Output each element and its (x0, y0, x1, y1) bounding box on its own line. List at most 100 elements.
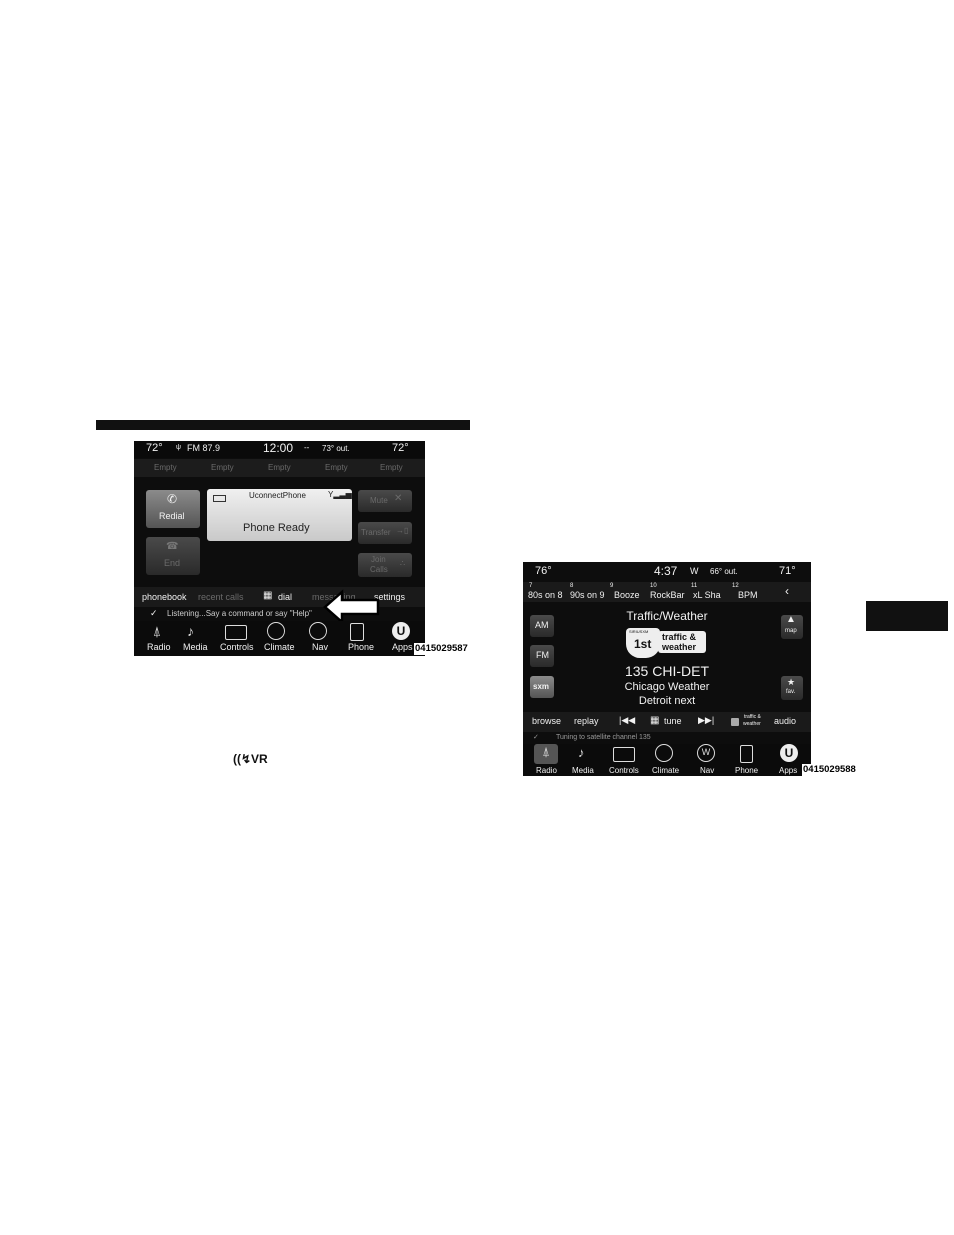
transfer-button[interactable]: Transfer →▯ (358, 522, 412, 544)
replay-button[interactable]: replay (574, 716, 599, 726)
radio-station: FM 87.9 (187, 443, 221, 453)
traffic-label-1[interactable]: traffic & (744, 714, 761, 720)
channel-name: 135 CHI-DET (624, 663, 710, 679)
tab-settings[interactable]: settings (374, 592, 406, 602)
preset-4[interactable]: Empty (325, 463, 348, 472)
tab-messaging[interactable]: messaging (312, 592, 356, 602)
dock-controls[interactable]: Controls (220, 642, 254, 652)
card-message: Phone Ready (243, 522, 310, 534)
dock-apps[interactable]: Apps (392, 642, 413, 652)
climate-icon[interactable] (267, 622, 285, 640)
dock-nav[interactable]: Nav (312, 642, 329, 652)
fm-label: FM (536, 650, 549, 660)
vr-waves-icon: ((↯ (233, 752, 252, 766)
dock-phone[interactable]: Phone (348, 642, 375, 652)
preset-num-11: 11 (691, 583, 698, 589)
redial-button[interactable]: ✆ Redial (146, 490, 200, 528)
compass-icon[interactable]: W (697, 744, 715, 762)
media-icon-2[interactable]: ♪ (578, 745, 585, 760)
dock-media-2[interactable]: Media (572, 766, 594, 775)
card-title: UconnectPhone (249, 491, 306, 500)
arrow-callout-icon (323, 589, 380, 625)
tab-phonebook[interactable]: phonebook (142, 592, 187, 602)
join-label: Join (371, 555, 386, 564)
preset-11[interactable]: xL Sha (693, 590, 721, 600)
program-name: Chicago Weather (624, 681, 710, 693)
tab-recent-calls[interactable]: recent calls (198, 592, 244, 602)
logo-line2: weather (662, 642, 697, 652)
preset-8[interactable]: 90s on 9 (570, 590, 605, 600)
preset-5[interactable]: Empty (380, 463, 403, 472)
phone-dock-icon[interactable] (350, 623, 364, 641)
preset-1[interactable]: Empty (154, 463, 177, 472)
logo-banner: traffic & weather (658, 631, 706, 653)
dock-radio[interactable]: Radio (147, 642, 171, 652)
sxm-button[interactable]: sxm (530, 676, 554, 698)
preset-num-7: 7 (529, 583, 533, 589)
climate-icon-2[interactable] (655, 744, 673, 762)
mute-label: Mute (370, 496, 388, 505)
seek-back-icon[interactable]: |◀◀ (619, 715, 636, 725)
controls-icon[interactable] (225, 625, 247, 640)
section-rule (96, 420, 470, 430)
fav-label: fav. (786, 689, 796, 695)
keypad-icon-2: ▦ (650, 715, 660, 726)
dock-media[interactable]: Media (183, 642, 208, 652)
map-button[interactable]: ▲ map (781, 614, 803, 639)
status-message-row: ✓ Tuning to satellite channel 135 (523, 733, 811, 744)
tab-dial[interactable]: dial (278, 592, 293, 602)
traffic-label-2[interactable]: weather (743, 721, 761, 727)
media-icon[interactable]: ♪ (187, 623, 194, 639)
mute-button[interactable]: Mute ✕ (358, 490, 412, 512)
controls-icon-2[interactable] (613, 747, 635, 762)
mute-icon: ✕ (394, 493, 403, 504)
dock-controls-2[interactable]: Controls (609, 766, 639, 775)
temp-right-2: 71° (779, 565, 796, 577)
radio-icon-2[interactable]: ⍋ (534, 744, 558, 764)
join-icon: ∴ (400, 559, 406, 568)
signal-icon: Y▂▃▅ (328, 490, 352, 499)
clock-2: 4:37 (654, 564, 678, 578)
preset-9[interactable]: Booze (614, 590, 640, 600)
nav-icon[interactable] (309, 622, 327, 640)
control-bar: browse replay |◀◀ ▦ tune ▶▶| traffic & w… (523, 712, 811, 732)
apps-icon-2[interactable]: U (780, 744, 798, 762)
end-button[interactable]: ☎ End (146, 537, 200, 575)
voice-icon-2: ✓ (533, 734, 539, 741)
tune-button[interactable]: tune (664, 716, 682, 726)
join-calls-button[interactable]: Join Calls ∴ (358, 553, 412, 577)
seek-forward-icon[interactable]: ▶▶| (698, 715, 715, 725)
preset-num-12: 12 (732, 583, 739, 589)
temp-right: 72° (392, 442, 409, 454)
chevron-left-icon[interactable]: ‹ (785, 584, 789, 598)
dock-phone-2[interactable]: Phone (735, 766, 759, 775)
map-label: map (785, 628, 797, 634)
vr-label: VR (251, 752, 268, 766)
preset-2[interactable]: Empty (211, 463, 234, 472)
phone-dock-icon-2[interactable] (740, 745, 753, 763)
antenna-icon: ψ (176, 444, 181, 451)
temp-left: 72° (146, 442, 163, 454)
browse-button[interactable]: browse (532, 716, 562, 726)
preset-10[interactable]: RockBar (650, 590, 685, 600)
outside-temp-2: 66° out. (710, 567, 738, 576)
am-button[interactable]: AM (530, 615, 554, 637)
dock-radio-2[interactable]: Radio (536, 766, 557, 775)
preset-bar-2: 7 80s on 8 8 90s on 9 9 Booze 10 RockBar… (523, 582, 811, 602)
logo-first: 1st (634, 637, 652, 651)
favorite-button[interactable]: ★ fav. (781, 676, 803, 700)
radio-icon[interactable]: ⍋ (152, 623, 162, 639)
dock-nav-2[interactable]: Nav (700, 766, 715, 775)
phone-status-card: UconnectPhone Y▂▃▅ Phone Ready (207, 489, 352, 541)
calls-label: Calls (370, 565, 388, 574)
preset-12[interactable]: BPM (738, 590, 758, 600)
preset-3[interactable]: Empty (268, 463, 291, 472)
dock-apps-2[interactable]: Apps (779, 766, 798, 775)
transfer-icon: →▯ (396, 526, 409, 535)
dock-climate[interactable]: Climate (264, 642, 295, 652)
preset-7[interactable]: 80s on 8 (528, 590, 563, 600)
apps-icon[interactable]: U (392, 622, 410, 640)
audio-button[interactable]: audio (774, 716, 797, 726)
fm-button[interactable]: FM (530, 645, 554, 667)
dock-climate-2[interactable]: Climate (652, 766, 680, 775)
